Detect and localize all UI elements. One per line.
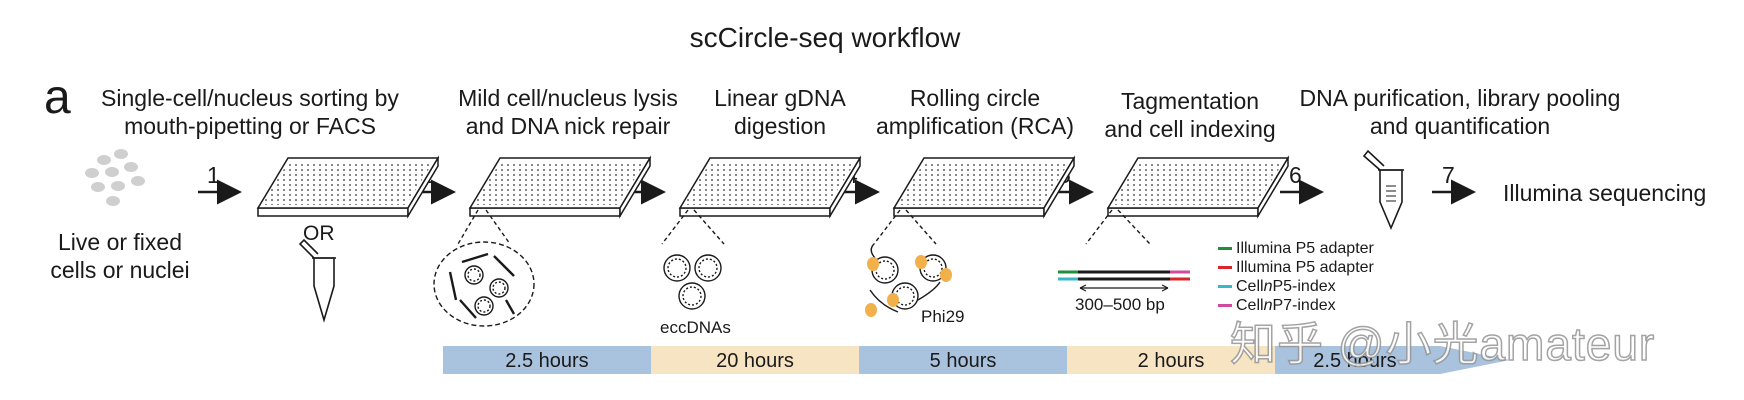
legend-label-suffix: P7-index	[1272, 296, 1336, 314]
legend-item: Illumina P5 adapter	[1218, 239, 1374, 258]
arrow-number-1: 1	[207, 162, 220, 188]
timeline	[443, 346, 1510, 374]
plate-icon	[1106, 155, 1290, 219]
cells-icon	[85, 149, 145, 206]
end-label: Illumina sequencing	[1503, 180, 1707, 206]
step-1-label-line1: Single-cell/nucleus sorting by	[101, 85, 399, 111]
step-5-label-line1: Tagmentation	[1120, 88, 1260, 114]
fragment-size-label: 300–500 bp	[1075, 295, 1165, 314]
step-4-label-line2: amplification (RCA)	[875, 113, 1075, 139]
legend-label-italic: n	[1263, 277, 1273, 295]
adapter-legend: Illumina P5 adapter Illumina P5 adapter …	[1218, 239, 1374, 315]
legend-swatch	[1218, 285, 1232, 288]
legend-label-prefix: Cell	[1236, 277, 1264, 295]
timeline-segment-2	[651, 346, 859, 374]
phi29-label: Phi29	[921, 307, 965, 326]
step-4-label: Rolling circle amplification (RCA)	[860, 84, 1090, 140]
tube-icon	[298, 238, 336, 323]
legend-label-prefix: Cell	[1236, 296, 1264, 314]
step-2-label-line1: Mild cell/nucleus lysis	[458, 85, 678, 111]
timeline-label-1: 2.5 hours	[505, 350, 589, 372]
or-label: OR	[303, 222, 335, 245]
legend-item: Cell n P5-index	[1218, 277, 1374, 296]
legend-label: Illumina P5 adapter	[1236, 258, 1374, 276]
plate-icon	[892, 155, 1076, 219]
start-label-line2: cells or nuclei	[50, 257, 190, 283]
legend-label-italic: n	[1263, 296, 1273, 314]
plate-icon	[678, 155, 862, 219]
step-2-label-line2: and DNA nick repair	[465, 113, 671, 139]
timeline-label-4: 2 hours	[1137, 350, 1205, 372]
step-1-label-line2: mouth-pipetting or FACS	[124, 113, 376, 139]
eccdna-label: eccDNAs	[660, 318, 731, 337]
plate-icon	[256, 155, 440, 219]
step-3-label-line2: digestion	[733, 113, 827, 139]
step-6-label: DNA purification, library pooling and qu…	[1285, 84, 1635, 140]
step-2-label: Mild cell/nucleus lysis and DNA nick rep…	[440, 84, 696, 140]
timeline-label-3: 5 hours	[929, 350, 997, 372]
start-label: Live or fixed cells or nuclei	[20, 228, 220, 284]
fragment-icon	[1058, 209, 1190, 292]
timeline-segment-4	[1067, 346, 1275, 374]
legend-item: Cell n P7-index	[1218, 296, 1374, 315]
timeline-segment-3	[859, 346, 1067, 374]
start-label-line1: Live or fixed	[57, 229, 182, 255]
step-3-label-line1: Linear gDNA	[714, 85, 846, 111]
legend-item: Illumina P5 adapter	[1218, 258, 1374, 277]
legend-label-suffix: P5-index	[1272, 277, 1336, 295]
step-4-label-line1: Rolling circle	[909, 85, 1041, 111]
timeline-segment-1	[443, 346, 651, 374]
watermark: 知乎 @小光amateur	[1229, 317, 1656, 371]
legend-swatch	[1218, 247, 1232, 250]
plate-icon	[468, 155, 652, 219]
arrow-number-6: 6	[1289, 162, 1302, 188]
lysed-cell-icon	[433, 209, 535, 327]
step-6-label-line1: DNA purification, library pooling	[1299, 85, 1621, 111]
timeline-label-2: 20 hours	[716, 350, 794, 372]
eccdna-icon	[661, 209, 725, 310]
legend-swatch	[1218, 266, 1232, 269]
step-5-label: Tagmentation and cell indexing	[1090, 87, 1290, 143]
tube-icon	[1362, 149, 1404, 231]
timeline-segment-5	[1275, 346, 1510, 374]
timeline-label-5: 2.5 hours	[1313, 350, 1397, 372]
rca-icon	[865, 209, 952, 317]
step-1-label: Single-cell/nucleus sorting by mouth-pip…	[100, 84, 400, 140]
step-5-label-line2: and cell indexing	[1104, 116, 1276, 142]
step-6-label-line2: and quantification	[1369, 113, 1551, 139]
legend-label: Illumina P5 adapter	[1236, 239, 1374, 257]
legend-swatch	[1218, 304, 1232, 307]
step-3-label: Linear gDNA digestion	[680, 84, 880, 140]
figure-title: scCircle-seq workflow	[689, 22, 961, 53]
panel-label: a	[44, 71, 71, 124]
